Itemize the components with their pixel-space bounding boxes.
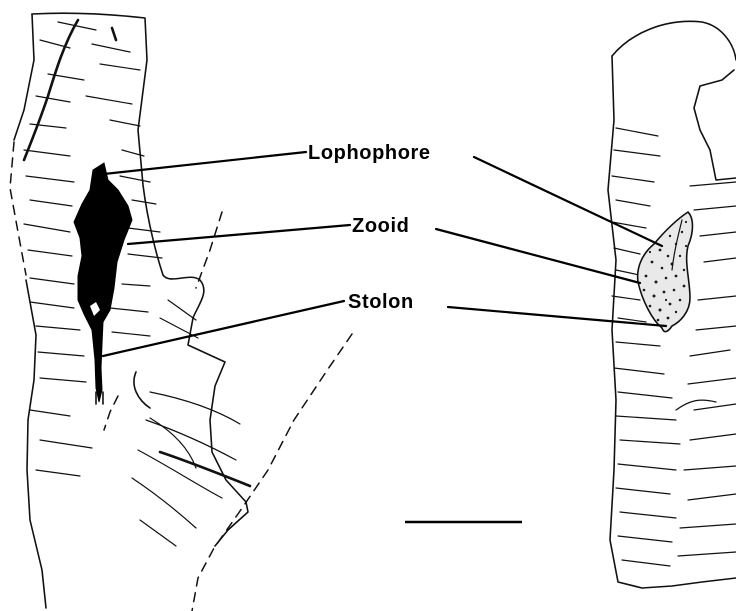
stolon-leader-left [103,301,344,356]
stippled-zooid [638,212,693,332]
label-stolon: Stolon [348,291,414,313]
leader-lines [103,152,666,356]
lophophore-leader-left [104,152,306,174]
left-specimen [10,13,352,611]
stolon-leader-right [448,307,666,326]
label-lophophore: Lophophore [308,142,431,164]
label-zooid: Zooid [352,215,409,237]
zooid-leader-right [436,229,640,283]
lophophore-leader-right [474,157,662,246]
zooid-leader-left [128,225,350,244]
